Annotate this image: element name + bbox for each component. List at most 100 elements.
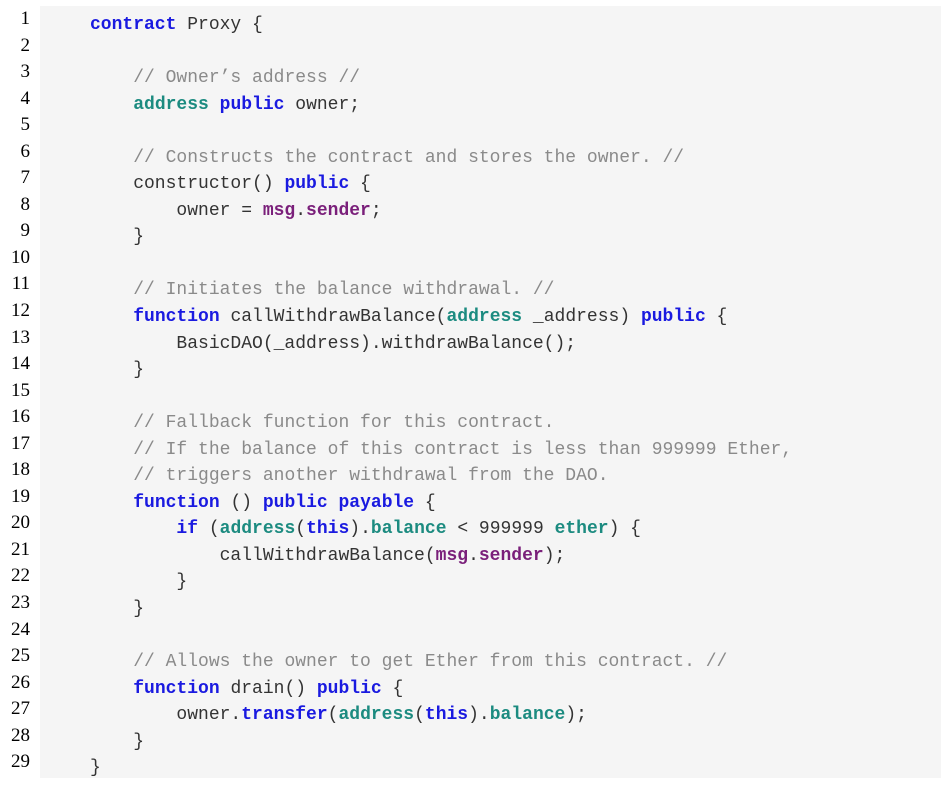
token-plain [90,307,133,327]
line-number: 15 [11,379,30,401]
token-type: ether [554,519,609,540]
token-plain [328,493,339,513]
token-type: address [133,94,209,115]
code-line: if (address(this).balance < 999999 ether… [90,516,792,543]
token-type: address [446,307,523,328]
line-number: 29 [11,751,30,773]
token-comment: // Initiates the balance withdrawal. // [133,280,555,301]
code-line: function callWithdrawBalance(address _ad… [90,304,792,331]
token-type: address [219,519,296,540]
token-kw: public [640,307,706,328]
token-plain [209,95,220,115]
code-line [90,623,792,650]
token-builtin: sender [306,200,371,221]
token-plain: callWithdrawBalance( [90,545,436,566]
token-plain: < 999999 [446,519,555,540]
line-number: 2 [20,34,31,56]
token-plain: { [414,492,436,513]
token-plain [90,519,176,539]
token-comment: // Owner’s address // [133,68,361,89]
token-plain: Proxy { [176,15,263,35]
line-number: 10 [11,246,30,268]
line-number: 20 [11,512,30,534]
code-line: function () public payable { [90,490,792,517]
token-plain [90,280,133,300]
token-plain: { [349,174,371,195]
code-line: contract Proxy { [90,12,792,39]
code-line: BasicDAO(_address).withdrawBalance(); [90,331,792,358]
token-plain: BasicDAO(_address).withdrawBalance(); [90,333,577,354]
code-line: } [90,755,792,782]
token-plain: ( [327,705,339,726]
token-plain: ) { [608,519,641,540]
code-line: } [90,357,792,384]
line-number: 7 [20,167,31,189]
code-line [90,251,792,278]
token-plain: ( [295,519,307,540]
token-kw: payable [338,492,415,513]
token-plain: ). [349,519,371,540]
token-plain: ; [370,200,382,221]
line-number: 25 [11,645,30,667]
line-number: 21 [11,538,30,560]
token-builtin: msg [262,200,296,221]
token-kw: function [133,678,220,699]
token-plain: ); [543,545,566,566]
token-kw: public [262,492,328,513]
token-plain [90,493,133,513]
token-kw: contract [90,15,177,35]
code-line: owner.transfer(address(this).balance); [90,702,792,729]
code-line: // If the balance of this contract is le… [90,437,792,464]
token-comment: // Fallback function for this contract. [133,413,555,434]
token-kw: public [316,678,382,699]
code-line: // Allows the owner to get Ether from th… [90,649,792,676]
token-plain: ); [565,705,587,726]
token-kw: function [133,307,220,328]
token-plain: . [295,200,307,221]
line-number: 27 [11,698,30,720]
token-plain: { [705,307,728,328]
code-line: // triggers another withdrawal from the … [90,463,792,490]
token-type: balance [370,519,447,540]
line-number: 23 [11,592,30,614]
code-line [90,39,792,66]
token-plain [90,148,133,168]
code-line: } [90,224,792,251]
token-plain: () [219,492,263,513]
line-number: 19 [11,485,30,507]
code-line [90,384,792,411]
token-plain [90,440,133,460]
line-number: 22 [11,565,30,587]
line-number: 12 [11,300,30,322]
token-builtin: msg [435,545,469,566]
code-line: owner = msg.sender; [90,198,792,225]
token-kw: public [219,94,285,115]
line-number: 4 [20,87,31,109]
code-line: } [90,596,792,623]
token-plain [90,413,133,433]
token-plain [90,68,133,88]
code-line: address public owner; [90,92,792,119]
token-kw: this [424,705,469,726]
line-number: 3 [20,61,31,83]
token-plain [90,95,133,115]
token-plain: callWithdrawBalance( [219,307,447,328]
token-comment: // triggers another withdrawal from the … [133,466,609,487]
code-line: } [90,729,792,756]
line-number: 11 [11,273,30,295]
line-number: 17 [11,432,30,454]
token-plain: ). [468,705,490,726]
token-plain: ( [414,705,425,726]
token-comment: // If the balance of this contract is le… [133,439,793,460]
code-line: } [90,569,792,596]
line-number: 9 [20,220,31,242]
code-line: function drain() public { [90,676,792,703]
code-line: // Initiates the balance withdrawal. // [90,277,792,304]
token-kw: public [284,174,350,195]
code-block[interactable]: contract Proxy { // Owner’s address // a… [90,12,792,782]
line-number: 6 [20,140,31,162]
token-builtin: sender [478,545,544,566]
line-number: 26 [11,671,30,693]
token-plain: } [90,758,101,779]
